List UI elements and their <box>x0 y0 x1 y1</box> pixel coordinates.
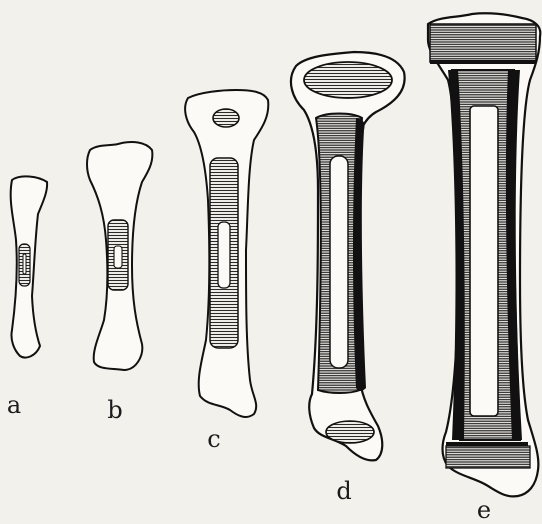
label-b: b <box>107 396 122 424</box>
label-e: e <box>477 496 491 524</box>
bone-b <box>87 142 152 370</box>
bone-d-upper-epiphysis <box>304 62 392 98</box>
bone-c-marrow-cavity <box>218 222 230 288</box>
label-a: a <box>7 391 21 419</box>
bone-c <box>185 90 268 417</box>
bone-d-lower-epiphysis <box>326 421 374 443</box>
bone-d-cortex-right <box>353 118 366 391</box>
bone-e-marrow-cavity <box>470 106 498 416</box>
bone-d-marrow-cavity <box>330 156 348 368</box>
bone-d <box>291 52 405 460</box>
label-d: d <box>336 477 351 505</box>
bone-a-marrow-slit <box>23 254 26 274</box>
label-c: c <box>207 425 220 453</box>
bone-b-marrow-cavity <box>114 246 122 268</box>
bone-e <box>428 13 540 496</box>
bone-e-upper-epiphysis <box>430 24 536 62</box>
bone-c-epiphysis-nucleus <box>213 109 239 127</box>
bone-a <box>11 176 47 357</box>
bone-e-lower-epiphysis <box>446 446 530 468</box>
